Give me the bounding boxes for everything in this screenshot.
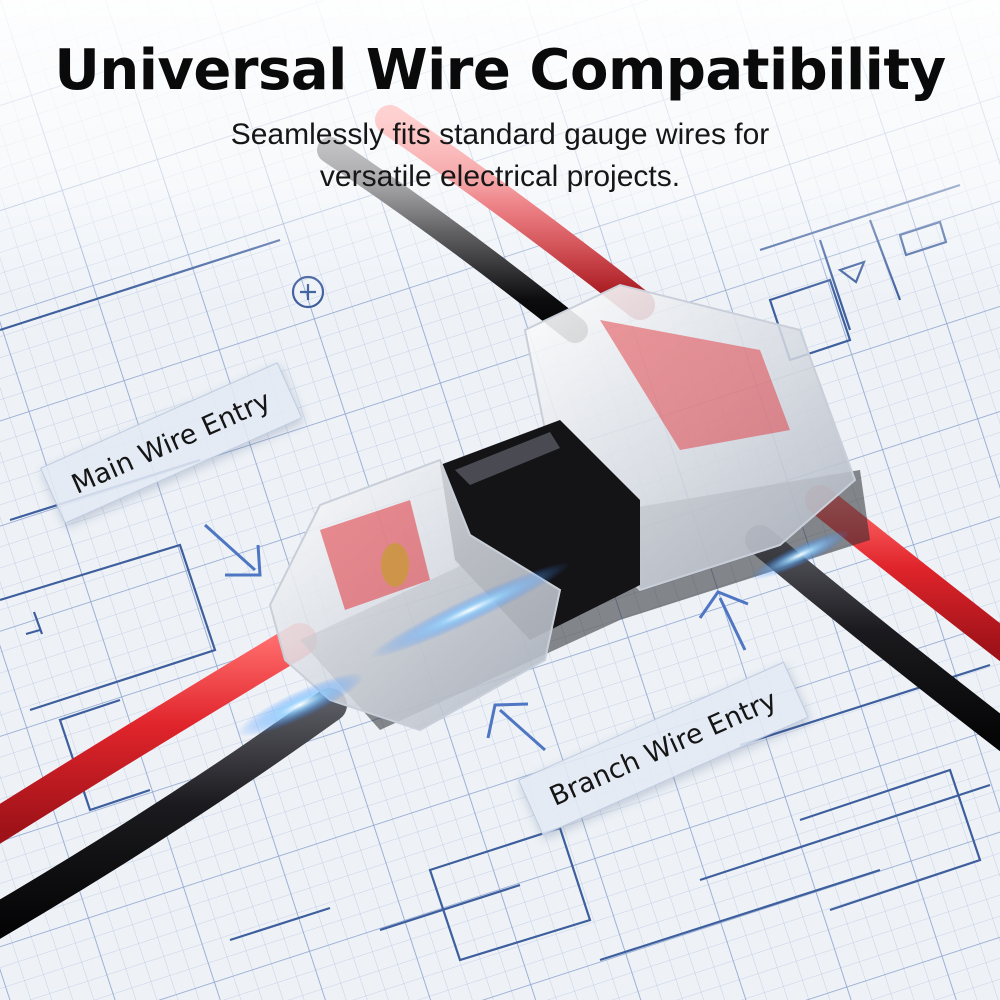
- page-subtitle: Seamlessly fits standard gauge wires for…: [0, 114, 1000, 198]
- subtitle-line-1: Seamlessly fits standard gauge wires for: [230, 118, 770, 151]
- page-title: Universal Wire Compatibility: [54, 38, 946, 103]
- subtitle-line-2: versatile electrical projects.: [319, 160, 681, 193]
